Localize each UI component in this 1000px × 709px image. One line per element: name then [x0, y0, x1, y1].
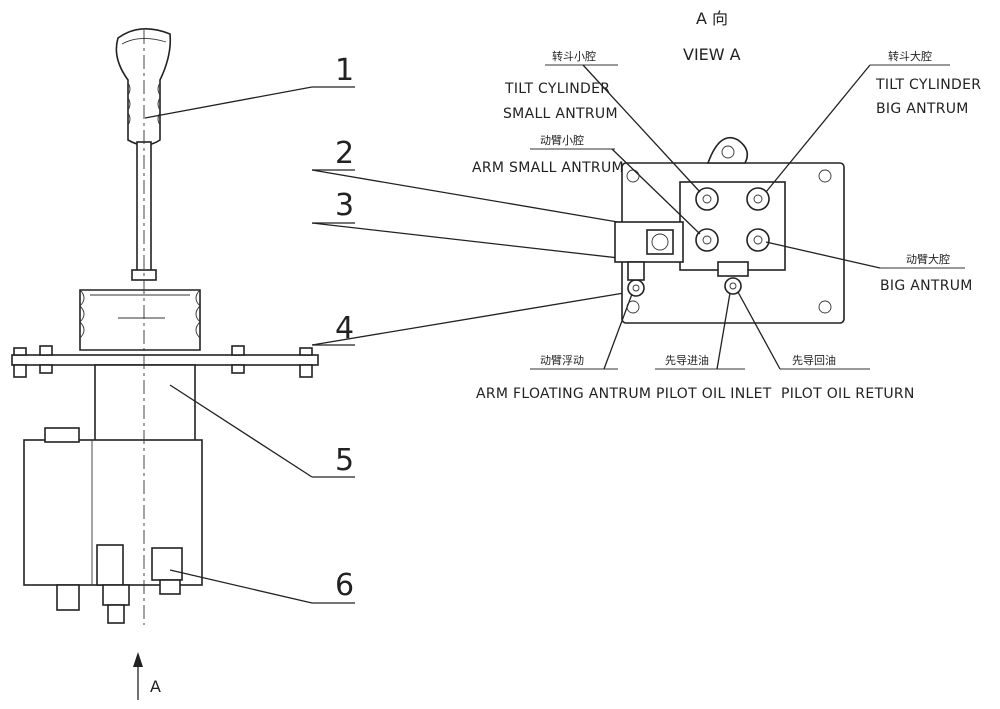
valve-block: [23, 427, 203, 624]
part-number-5: 5: [335, 443, 354, 478]
part-number-leaders: 1 2 3 4 5 6: [144, 53, 725, 604]
part-number-3: 3: [335, 188, 354, 223]
joystick-knob: [115, 28, 172, 146]
view-a: A 向 VIEW A 转斗小腔 TILT CYLINDER SMALL ANTR…: [472, 9, 981, 402]
view-arrow-label: A: [150, 677, 161, 696]
mounting-plate: [11, 345, 319, 378]
tilt-big-cn: 转斗大腔: [888, 49, 932, 63]
port-fittings: [627, 187, 770, 297]
joystick-assembly: A: [11, 28, 319, 700]
arm-floating-en: ARM FLOATING ANTRUM: [476, 386, 651, 402]
tilt-big-en-line1: TILT CYLINDER: [875, 77, 981, 93]
view-title-en: VIEW A: [683, 45, 741, 64]
arm-small-cn: 动臂小腔: [540, 133, 584, 147]
pilot-inlet-cn: 先导进油: [665, 353, 709, 367]
arm-big-cn: 动臂大腔: [906, 252, 950, 266]
tilt-small-en-line1: TILT CYLINDER: [504, 81, 610, 97]
tilt-big-en-line2: BIG ANTRUM: [876, 101, 969, 117]
view-a-arrow: A: [133, 652, 161, 700]
valve-cylinder: [94, 364, 196, 446]
rubber-boot: [79, 289, 201, 351]
tilt-small-cn: 转斗小腔: [552, 49, 596, 63]
arm-big-en: BIG ANTRUM: [880, 278, 973, 294]
part-number-1: 1: [335, 53, 354, 88]
tilt-small-en-line2: SMALL ANTRUM: [503, 106, 618, 122]
part-number-6: 6: [335, 568, 354, 603]
pilot-inlet-en: PILOT OIL INLET: [656, 386, 772, 402]
arm-floating-cn: 动臂浮动: [540, 354, 584, 367]
view-title-cn: A 向: [696, 9, 728, 28]
pilot-return-en: PILOT OIL RETURN: [781, 386, 915, 402]
pilot-return-cn: 先导回油: [792, 353, 836, 367]
part-number-4: 4: [335, 311, 354, 346]
arm-small-en: ARM SMALL ANTRUM: [472, 160, 624, 176]
part-number-2: 2: [335, 136, 354, 171]
